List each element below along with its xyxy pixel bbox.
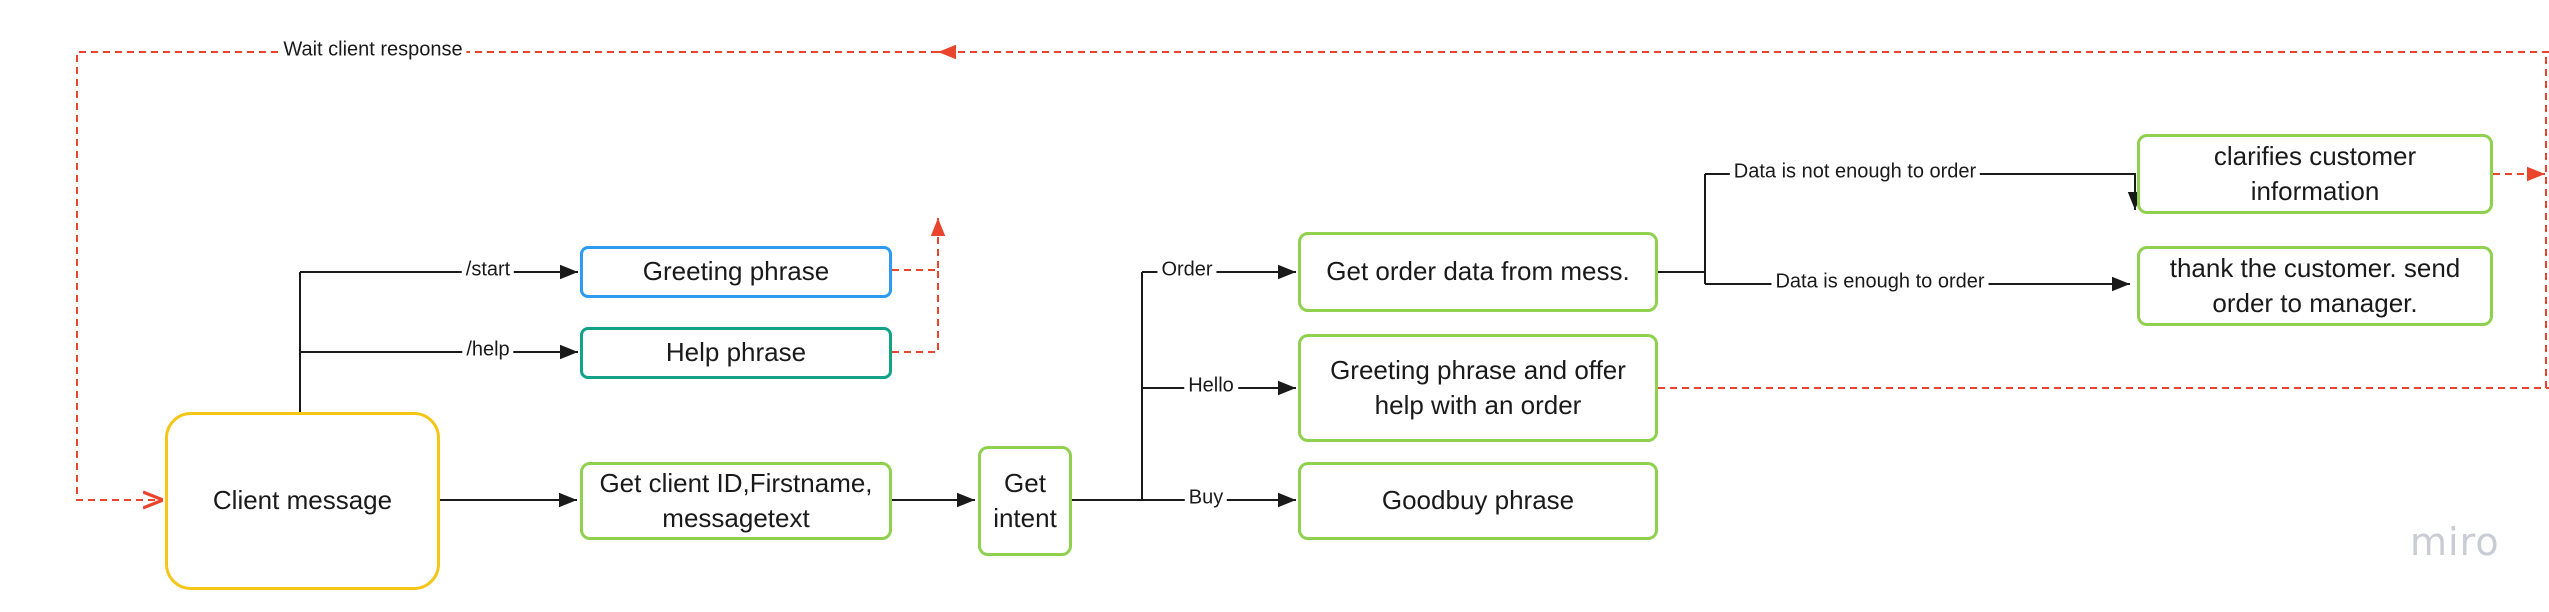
goodbuy-phrase-label: Goodbuy phrase [1381, 485, 1575, 516]
get-order-data-node[interactable]: Get order data from mess. [1298, 232, 1658, 312]
greeting-offer-node[interactable]: Greeting phrase and offer help with an o… [1298, 334, 1658, 442]
edge-label-start: /start [461, 258, 515, 282]
miro-logo: miro [2410, 520, 2500, 564]
help-phrase-node[interactable]: Help phrase [580, 327, 892, 379]
greeting-phrase-label: Greeting phrase [642, 256, 830, 287]
thank-customer-node[interactable]: thank the customer. send order to manage… [2137, 246, 2493, 326]
edge-greeting-return [892, 218, 946, 271]
edge-help-return [892, 270, 939, 353]
get-client-id-label: Get client ID,Firstname, messagetext [599, 467, 873, 533]
get-intent-node[interactable]: Get intent [978, 446, 1072, 556]
clarifies-info-label: clarifies customer information [2213, 140, 2417, 206]
greeting-phrase-node[interactable]: Greeting phrase [580, 246, 892, 298]
edge-label-order: Order [1157, 258, 1217, 282]
edge-label-enough: Data is enough to order [1771, 270, 1989, 294]
client-message-label: Client message [212, 485, 393, 516]
edge-label-hello: Hello [1184, 374, 1238, 398]
edge-label-wait-response: Wait client response [279, 38, 467, 62]
greeting-offer-label: Greeting phrase and offer help with an o… [1330, 354, 1626, 420]
goodbuy-phrase-node[interactable]: Goodbuy phrase [1298, 462, 1658, 540]
edge-label-not-enough: Data is not enough to order [1729, 160, 1981, 184]
get-order-data-label: Get order data from mess. [1326, 256, 1630, 287]
client-message-node[interactable]: Client message [165, 412, 440, 590]
clarifies-info-node[interactable]: clarifies customer information [2137, 134, 2493, 214]
edge-label-help: /help [462, 338, 514, 362]
get-client-id-node[interactable]: Get client ID,Firstname, messagetext [580, 462, 892, 540]
thank-customer-label: thank the customer. send order to manage… [2169, 252, 2461, 318]
edge-label-buy: Buy [1184, 486, 1228, 510]
help-phrase-label: Help phrase [665, 337, 807, 368]
get-intent-label: Get intent [993, 467, 1057, 533]
edge-wait-left [76, 51, 938, 500]
